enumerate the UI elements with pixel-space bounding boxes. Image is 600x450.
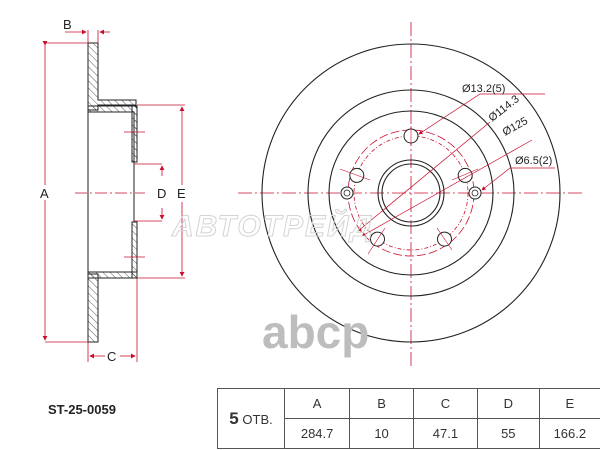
screw-holes — [340, 186, 482, 200]
watermark-abcp-logo: abcp — [262, 306, 370, 358]
value-A: 284.7 — [284, 418, 351, 449]
callout-circle-125: Ø125 — [501, 115, 530, 139]
spec-table: 5 ОТВ. A B C D E 284.7 10 47.1 55 166.2 — [216, 388, 600, 449]
value-E: 166.2 — [538, 418, 600, 449]
holes-unit: ОТВ. — [242, 411, 273, 427]
outer-rim — [261, 43, 561, 343]
section-top — [87, 42, 137, 111]
label-C: C — [107, 349, 116, 364]
center-bore-outer — [377, 159, 445, 227]
section-hat-top — [87, 105, 138, 163]
friction-inner — [307, 89, 515, 297]
section-bottom — [87, 273, 99, 343]
holes-count-cell: 5 ОТВ. — [216, 388, 286, 449]
label-B: B — [63, 17, 72, 32]
side-section-view: A B C D E — [40, 17, 186, 364]
header-B: B — [349, 388, 414, 419]
watermark-brand: АВТОТРЕЙД — [171, 210, 375, 244]
value-C: 47.1 — [412, 418, 478, 449]
header-D: D — [476, 388, 540, 419]
part-number: ST-25-0059 — [48, 402, 116, 417]
label-A: A — [40, 186, 49, 201]
callout-bolt-hole: Ø13.2(5) — [462, 83, 505, 95]
header-C: C — [412, 388, 478, 419]
header-E: E — [538, 388, 600, 419]
label-E: E — [177, 186, 186, 201]
callout-screw-hole: Ø6.5(2) — [515, 155, 552, 167]
technical-drawing: A B C D E — [40, 17, 585, 368]
value-B: 10 — [349, 418, 414, 449]
label-D: D — [157, 186, 166, 201]
hat-edge — [328, 110, 494, 276]
value-D: 55 — [476, 418, 540, 449]
center-bore-inner — [381, 163, 441, 223]
header-A: A — [284, 388, 351, 419]
pcd-114 — [353, 135, 469, 251]
holes-count: 5 — [229, 408, 239, 428]
